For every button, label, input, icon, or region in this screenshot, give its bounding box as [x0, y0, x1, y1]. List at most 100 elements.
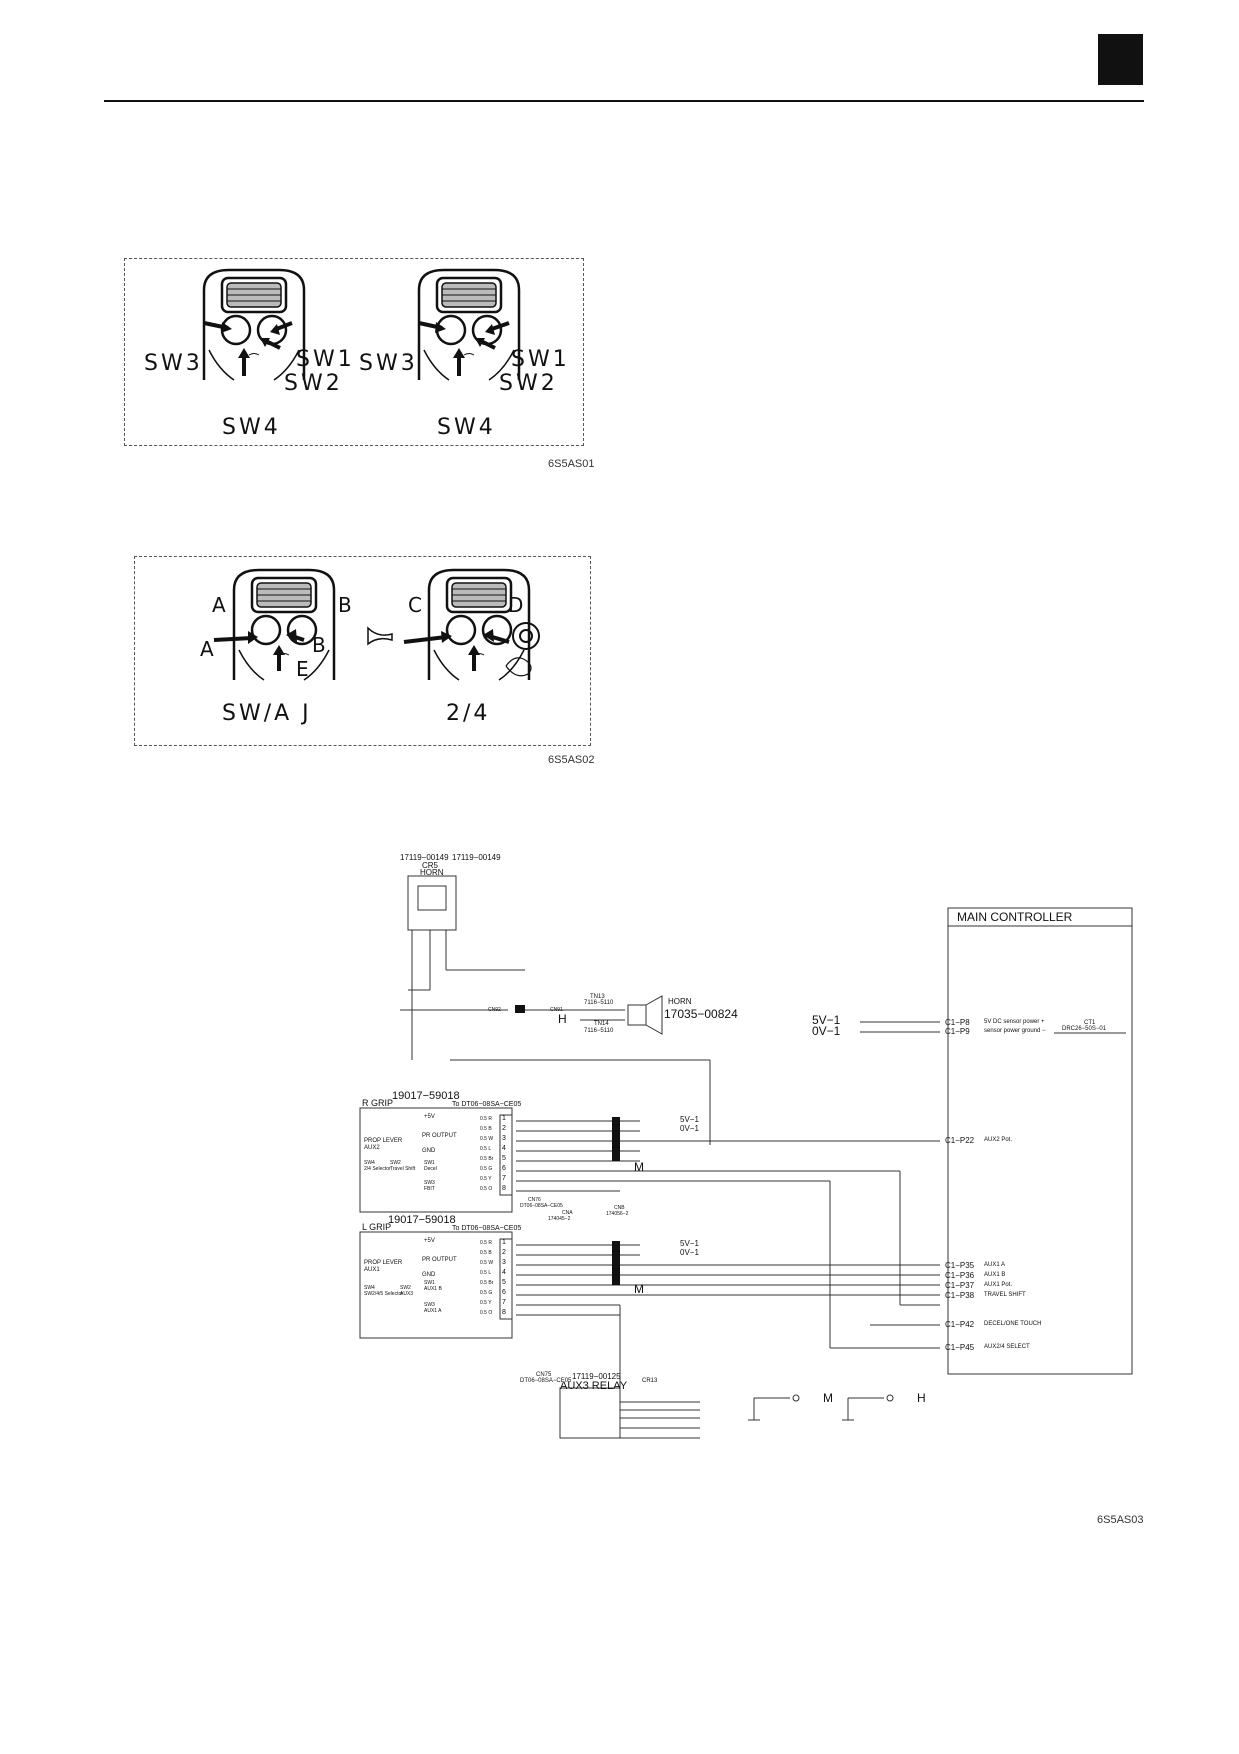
- r-grip-sw3-sub: FBIT: [424, 1186, 435, 1192]
- r-grip-sw3: SW3: [424, 1180, 435, 1186]
- fig2-b-top: B: [338, 593, 352, 617]
- l-grip-5v1: 5V−1: [680, 1239, 699, 1248]
- fig1-right-sw2: SW2: [499, 371, 558, 396]
- r-grip-sw4-sub: 2/4 Selector: [364, 1166, 391, 1172]
- aux3-cn75: CN75: [536, 1372, 552, 1378]
- l-wire: 0.5 R: [480, 1240, 492, 1246]
- l-grip-sw3-sub: AUX1 A: [424, 1308, 442, 1314]
- figure2-frame: [134, 556, 591, 746]
- mc-left-5v: 5V−1: [812, 1013, 841, 1027]
- fig2-a-top: A: [212, 593, 226, 617]
- main-controller-ct1: CT1: [1084, 1020, 1096, 1026]
- horn-tn13-part: 7116−5110: [584, 1000, 614, 1006]
- l-grip-sw4-sub: SW2/4/5 Selector: [364, 1291, 403, 1297]
- header-rule: [104, 100, 1144, 102]
- aux3-cn75-sub: DT06−08SA−CE05: [520, 1378, 572, 1384]
- l-grip-sw1-sub: AUX1 B: [424, 1286, 442, 1292]
- horn-h: H: [558, 1012, 567, 1026]
- r-pin: 5: [502, 1155, 506, 1162]
- mc-desc-p9: sensor power ground −: [984, 1028, 1046, 1034]
- l-pin: 2: [502, 1249, 506, 1256]
- mc-desc-p38: TRAVEL SHIFT: [984, 1292, 1026, 1298]
- horn-relay-cr: CR5: [422, 861, 439, 870]
- fig1-right-sw1: SW1: [511, 347, 570, 372]
- l-pin: 7: [502, 1299, 506, 1306]
- mc-left-0v: 0V−1: [812, 1024, 841, 1038]
- l-pin: 3: [502, 1259, 506, 1266]
- l-pin: 5: [502, 1279, 506, 1286]
- r-grip-sw4: SW4: [364, 1160, 375, 1166]
- mc-pin-p8: C1−P8: [945, 1018, 970, 1027]
- horn-part: 17035−00824: [664, 1007, 738, 1021]
- r-grip-5v: +5V: [424, 1114, 435, 1120]
- fig1-right-sw4: SW4: [437, 415, 496, 440]
- l-grip-sw2-sub: AUX3: [400, 1291, 414, 1297]
- page-tab-marker: [1098, 34, 1143, 85]
- r-pin: 4: [502, 1145, 506, 1152]
- r-grip-5v1: 5V−1: [680, 1115, 699, 1124]
- l-grip-part: 19017−59018: [388, 1214, 456, 1226]
- l-wire: 0.5 G: [480, 1290, 493, 1296]
- r-grip-pr-output: PR OUTPUT: [422, 1133, 457, 1139]
- r-grip-cna-part: 174045−2: [548, 1216, 571, 1222]
- l-wire: 0.5 Y: [480, 1300, 492, 1306]
- r-wire: 0.5 W: [480, 1136, 494, 1142]
- l-grip-sw1: SW1: [424, 1280, 435, 1286]
- horn-label: HORN: [668, 997, 692, 1006]
- aux3-cr13: CR13: [642, 1378, 658, 1384]
- r-grip-to: To DT06−08SA−CE05: [452, 1101, 522, 1108]
- l-wire: 0.5 W: [480, 1260, 494, 1266]
- l-grip-title: L GRIP: [362, 1222, 392, 1232]
- mc-pin-p9: C1−P9: [945, 1027, 970, 1036]
- figure2-drawing: A B A B E SW/A J C D 2/4: [200, 568, 540, 726]
- l-grip-0v1: 0V−1: [680, 1248, 699, 1257]
- l-grip-pr-output: PR OUTPUT: [422, 1257, 457, 1263]
- r-pin: 7: [502, 1175, 506, 1182]
- r-wire: 0.5 L: [480, 1146, 492, 1152]
- r-grip-cnb: CNB: [614, 1205, 625, 1211]
- l-pin: 1: [502, 1239, 506, 1246]
- main-controller-ct1-part: DRC26−50S−01: [1062, 1026, 1107, 1032]
- r-grip-sw1: SW1: [424, 1160, 435, 1166]
- r-grip-pins: 1 2 3 4 5 6 7 8: [502, 1114, 506, 1194]
- l-wire: 0.5 B: [480, 1250, 492, 1256]
- r-wire: 0.5 B: [480, 1126, 492, 1132]
- r-pin: 2: [502, 1125, 506, 1132]
- r-grip-title: R GRIP: [362, 1098, 394, 1108]
- ground-h: H: [917, 1391, 926, 1405]
- l-grip-5v: +5V: [424, 1238, 435, 1244]
- l-grip-sw3: SW3: [424, 1302, 435, 1308]
- fig1-left-sw2: SW2: [284, 371, 343, 396]
- l-grip-wires: 0.5 R 0.5 B 0.5 W 0.5 L 0.5 Br 0.5 G 0.5…: [480, 1238, 493, 1318]
- fig2-e: E: [296, 657, 309, 681]
- fig1-left-sw1: SW1: [296, 347, 355, 372]
- figure1-frame: [124, 258, 584, 446]
- fig1-left-sw4: SW4: [222, 415, 281, 440]
- horn-tn14-part: 7116−5110: [584, 1028, 614, 1034]
- fig1-left-sw3: SW3: [144, 351, 203, 376]
- l-grip-sw2: SW2: [400, 1285, 411, 1291]
- r-grip-sw2: SW2: [390, 1160, 401, 1166]
- horn-tn14: TN14: [594, 1021, 609, 1027]
- aux3-part: 17119−00125: [572, 1372, 621, 1381]
- mc-pin-p37: C1−P37: [945, 1281, 975, 1290]
- r-wire: 0.5 Y: [480, 1176, 492, 1182]
- mc-desc-p37: AUX1 Pot.: [984, 1282, 1013, 1288]
- horn-relay-part-right: 17119−00149: [452, 853, 501, 862]
- l-grip-to: To DT06−08SA−CE05: [452, 1225, 522, 1232]
- l-pin: 6: [502, 1289, 506, 1296]
- mc-pin-p35: C1−P35: [945, 1261, 975, 1270]
- horn-cn92: CN92: [488, 1007, 501, 1013]
- fig2-a-side: A: [200, 637, 214, 661]
- r-grip-sw1-sub: Decel: [424, 1166, 437, 1172]
- figure1-caption: 6S5AS01: [548, 458, 595, 470]
- fig2-d: D: [508, 593, 523, 617]
- horn-relay-name: HORN: [420, 868, 444, 877]
- l-grip-gnd: GND: [422, 1272, 436, 1278]
- mc-desc-p42: DECEL/ONE TOUCH: [984, 1321, 1042, 1327]
- r-wire: 0.5 G: [480, 1166, 493, 1172]
- mc-pin-p36: C1−P36: [945, 1271, 975, 1280]
- r-grip-gnd: GND: [422, 1148, 436, 1154]
- r-grip-prop: PROP LEVER: [364, 1138, 403, 1144]
